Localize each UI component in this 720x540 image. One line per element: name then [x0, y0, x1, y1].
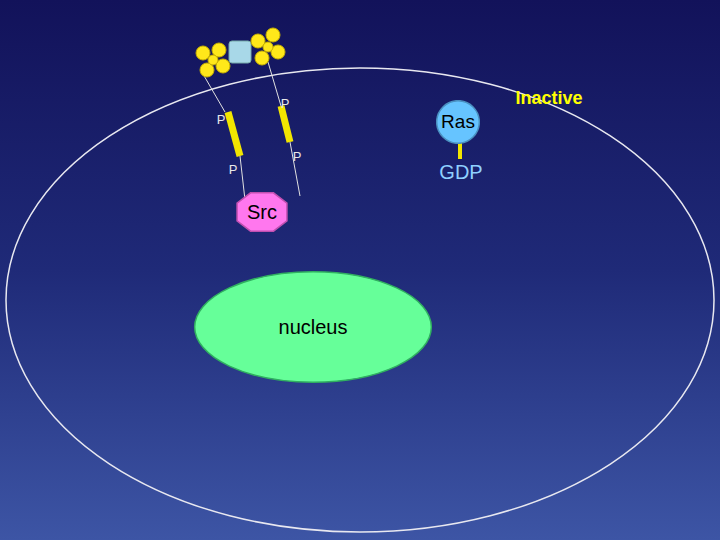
phospho-label: P [229, 163, 238, 176]
nucleus-shape [195, 272, 432, 383]
receptor-line [240, 156, 245, 200]
state-label: Inactive [515, 89, 582, 107]
ras-protein-shape [437, 101, 480, 144]
receptor-line [203, 74, 225, 112]
ras-stem [458, 143, 462, 159]
receptor-bar [281, 106, 290, 142]
ras-protein-text: Ras [441, 111, 475, 133]
nucleus: nucleus [191, 270, 435, 384]
src-kinase-text: Src [247, 201, 277, 224]
src-kinase-shape [237, 193, 287, 231]
gdp-label: GDP [439, 162, 482, 182]
phospho-label: P [217, 113, 226, 126]
phospho-label: P [281, 97, 290, 110]
ras-protein: Ras [436, 100, 480, 144]
src-kinase: Src [236, 192, 288, 232]
receptor-line [268, 62, 281, 106]
ligand-flower [251, 28, 285, 65]
receptor-bar [228, 112, 240, 156]
phospho-label: P [293, 150, 302, 163]
ligand-core [229, 41, 251, 63]
cell-membrane [6, 68, 714, 532]
ligand-flower [196, 43, 230, 77]
nucleus-text: nucleus [279, 316, 348, 339]
